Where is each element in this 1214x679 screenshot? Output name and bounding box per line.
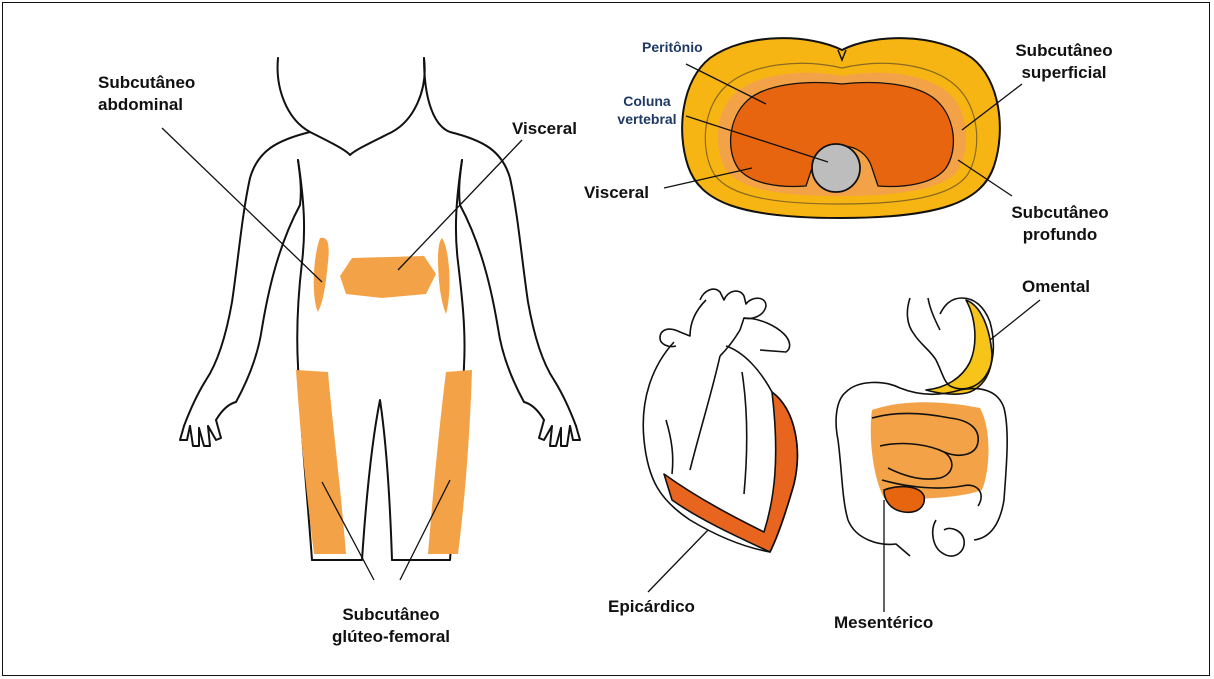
label-epicardial: Epicárdico [608, 596, 695, 618]
label-line: Subcutâneo [98, 72, 195, 94]
label-line: vertebral [606, 110, 688, 128]
epicardial-fat [664, 392, 797, 552]
label-spine: Coluna vertebral [606, 92, 688, 128]
label-line: Subcutâneo [1000, 202, 1120, 224]
label-subcutaneous-gluteofemoral: Subcutâneo glúteo-femoral [316, 604, 466, 648]
label-omental: Omental [1022, 276, 1090, 298]
label-line: glúteo-femoral [316, 626, 466, 648]
label-line: profundo [1000, 224, 1120, 246]
digestive-tract-illustration [836, 298, 1007, 556]
spine [812, 144, 860, 192]
gluteofemoral-fat-right [428, 370, 472, 554]
heart-illustration [643, 289, 797, 552]
label-peritoneum: Peritônio [642, 38, 703, 56]
label-line: Coluna [606, 92, 688, 110]
mesenteric-fat [871, 402, 989, 498]
label-mesenteric: Mesentérico [834, 612, 933, 634]
label-line: abdominal [98, 94, 195, 116]
label-deep-subcutaneous: Subcutâneo profundo [1000, 202, 1120, 246]
label-visceral-section: Visceral [584, 182, 649, 204]
abdominal-subcutaneous-fat-right [438, 238, 449, 314]
label-subcutaneous-abdominal: Subcutâneo abdominal [98, 72, 195, 116]
label-line: Subcutâneo [1004, 40, 1124, 62]
body-visceral-fat [340, 256, 436, 298]
label-visceral-body: Visceral [512, 118, 577, 140]
label-superficial-subcutaneous: Subcutâneo superficial [1004, 40, 1124, 84]
label-line: superficial [1004, 62, 1124, 84]
label-line: Subcutâneo [316, 604, 466, 626]
abdominal-cross-section [682, 38, 1000, 218]
abdominal-subcutaneous-fat-left [314, 238, 329, 312]
